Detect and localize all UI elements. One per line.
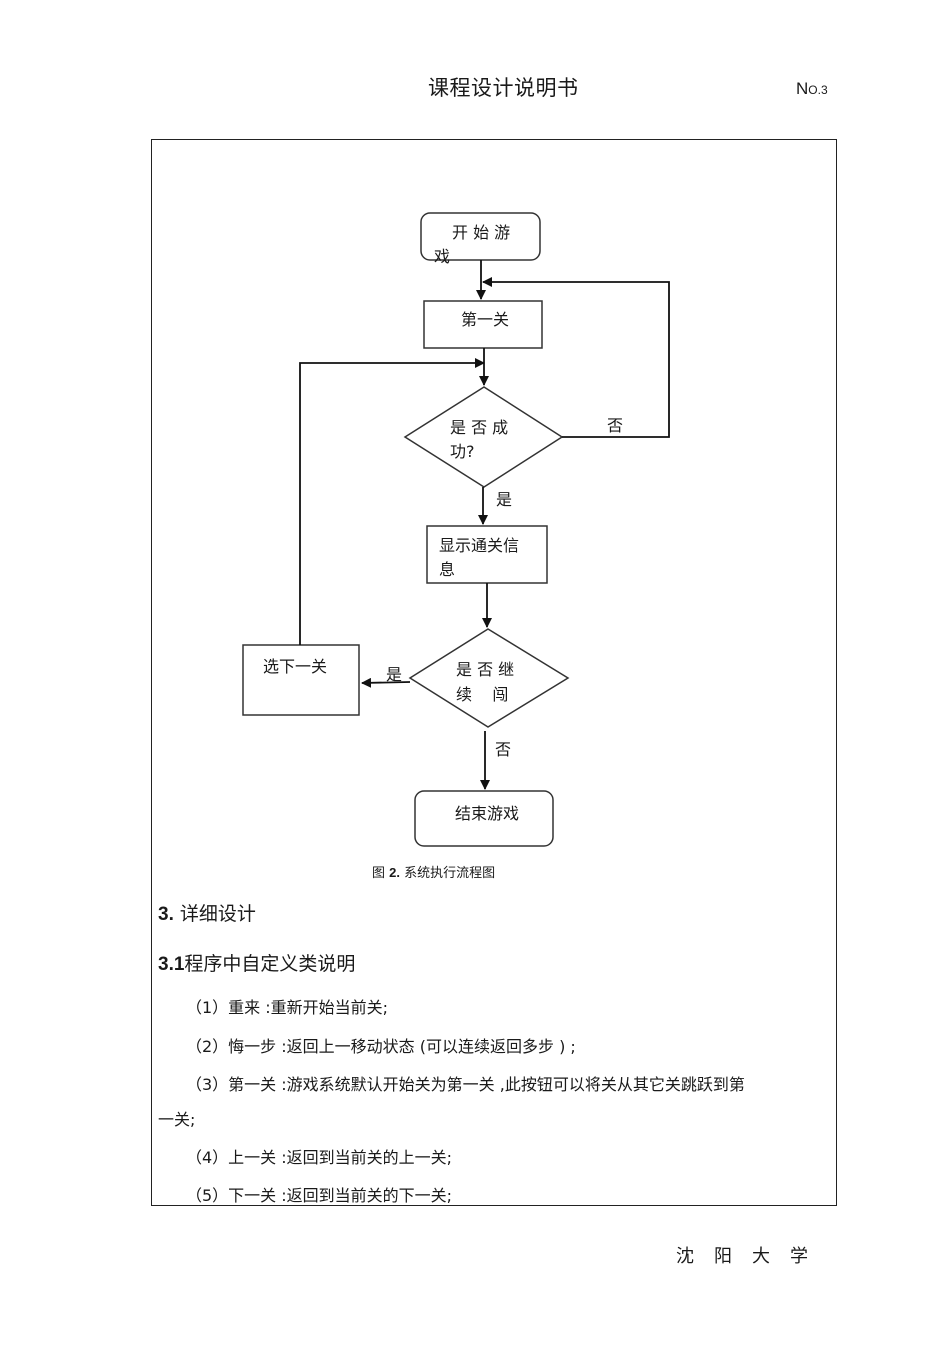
list-item: （1）重来 :重新开始当前关; [186,998,389,1017]
select-next-node [242,644,360,716]
edge-continue-yes [361,677,411,688]
section-heading: 3. 详细设计 [158,899,256,926]
page-number-suffix: O.3 [808,83,828,97]
figure-caption: 图 2. 系统执行流程图 [372,862,495,881]
edge-label-continue-yes: 是 [386,665,403,684]
show-info-label: 显示通关信 [439,536,520,555]
level1-label: 第一关 [461,310,510,329]
list-item-continued: 一关; [158,1110,196,1129]
university-name: 沈阳大学 [676,1246,828,1267]
end-node [414,790,554,847]
success-question-label-2: 功? [450,442,475,461]
continue-decision [408,628,570,728]
page-number-prefix: N [796,79,809,98]
continue-question-label-2: 续 闯 [456,685,509,704]
section-number: 3. [158,904,174,925]
caption-number: 2. [389,865,400,880]
document-title: 课程设计说明书 [428,76,579,100]
subsection-number: 3.1 [158,954,185,975]
start-node-label-2: 戏 [434,247,451,266]
section-title: 详细设计 [179,903,256,925]
level1-node [423,300,543,349]
success-decision [403,386,564,488]
select-next-label: 选下一关 [263,657,328,676]
edge-next-loop [299,358,485,645]
list-item: （3）第一关 :游戏系统默认开始关为第一关 ,此按钮可以将关从其它关跳跃到第 [186,1075,745,1094]
show-info-label-2: 息 [439,560,456,579]
edge-fail-loop [482,277,670,438]
page-number: NO.3 [796,79,828,99]
end-label: 结束游戏 [455,804,520,823]
success-question-label: 是 否 成 [450,418,509,437]
edge-label-yes: 是 [496,490,513,509]
edge-label-continue-no: 否 [495,740,512,759]
edge-label-no: 否 [607,416,624,435]
subsection-heading: 3.1程序中自定义类说明 [158,949,355,976]
list-item: （4）上一关 :返回到当前关的上一关; [186,1148,453,1167]
subsection-title: 程序中自定义类说明 [184,953,356,975]
start-node-label: 开 始 游 [452,223,511,242]
list-item: （5）下一关 :返回到当前关的下一关; [186,1186,453,1205]
caption-prefix: 图 [372,866,386,881]
content-frame [151,139,837,1206]
list-item: （2）悔一步 :返回上一移动状态 (可以连续返回多步 ) ; [186,1037,576,1056]
continue-question-label: 是 否 继 [456,660,515,679]
caption-text: 系统执行流程图 [404,866,496,881]
